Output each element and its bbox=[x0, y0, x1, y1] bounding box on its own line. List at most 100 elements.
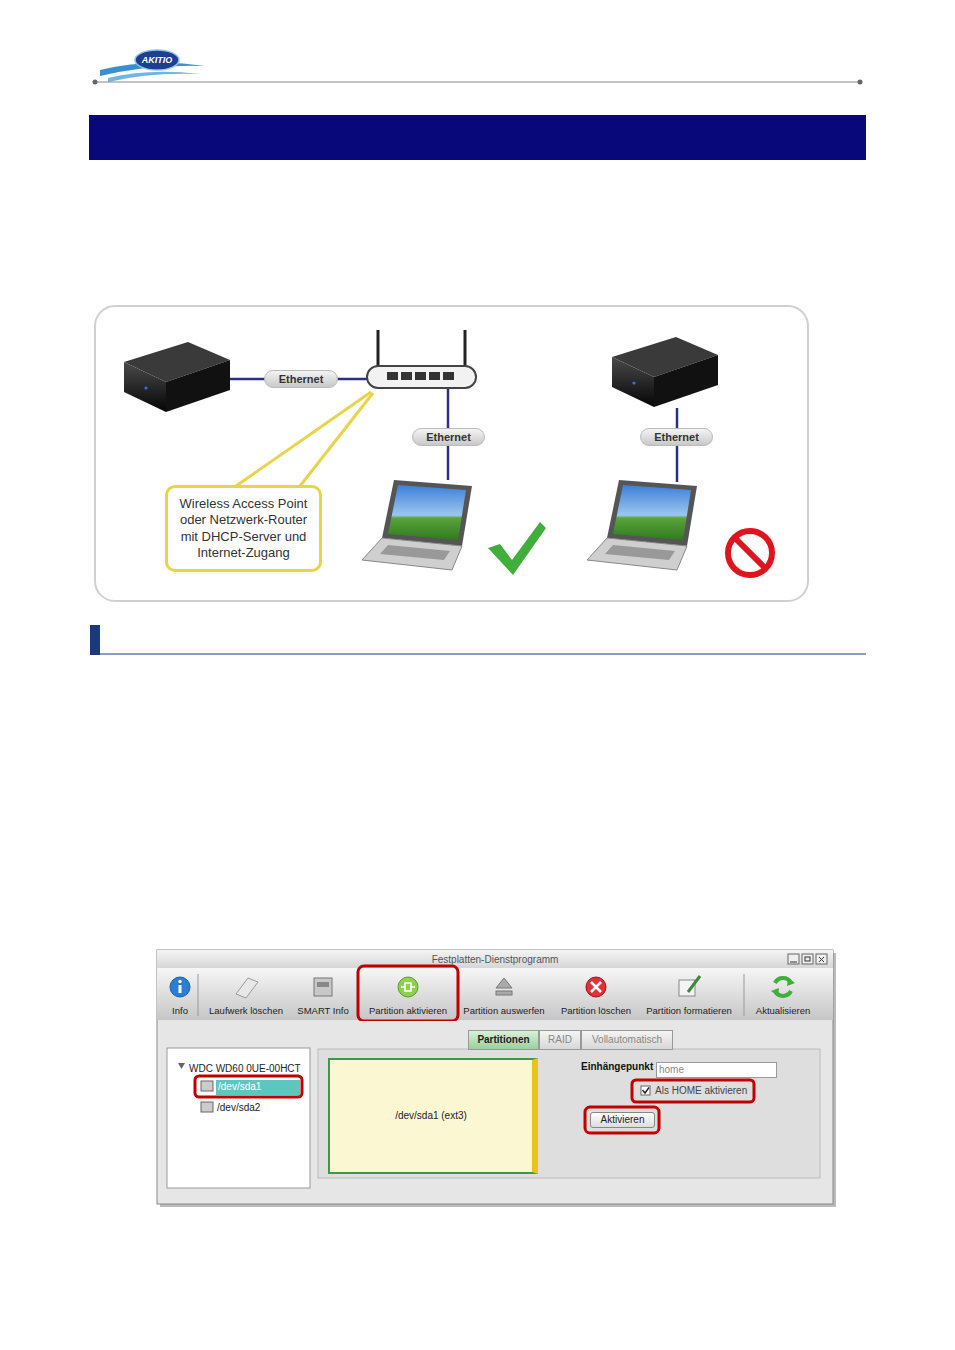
toolbar-icons bbox=[236, 978, 258, 998]
text-input: home bbox=[656, 1062, 777, 1078]
toolbar-label: Info bbox=[172, 1005, 188, 1017]
logo bbox=[108, 72, 200, 82]
window-frame bbox=[744, 974, 745, 1016]
tab: Partitionen bbox=[468, 1030, 539, 1050]
content-area bbox=[318, 1049, 820, 1178]
header-rule bbox=[93, 80, 98, 85]
toolbar-icons bbox=[771, 988, 779, 996]
window-frame bbox=[198, 974, 199, 1016]
toolbar-icons bbox=[398, 977, 418, 997]
laptop-right bbox=[587, 538, 687, 570]
window-frame bbox=[802, 954, 813, 964]
callout-leader bbox=[236, 392, 371, 486]
toolbar-icons bbox=[591, 982, 601, 992]
tab: Vollautomatisch bbox=[581, 1030, 673, 1050]
section-rule bbox=[90, 653, 866, 654]
node-text: WDC WD60 0UE-00HCT bbox=[189, 1062, 301, 1076]
tab: RAID bbox=[539, 1030, 581, 1050]
checkbox bbox=[643, 1088, 650, 1094]
toolbar-icons bbox=[314, 978, 332, 996]
highlight-box bbox=[358, 966, 458, 1021]
nas-box-left bbox=[166, 360, 230, 412]
toolbar-icons bbox=[317, 982, 329, 987]
prohibited-sign bbox=[735, 538, 765, 568]
node-text: Festplatten-Dienstprogramm bbox=[432, 953, 559, 967]
window-frame bbox=[819, 957, 824, 962]
window-frame bbox=[788, 954, 799, 964]
partition-box: /dev/sda1 (ext3) bbox=[328, 1058, 538, 1174]
header-rule bbox=[93, 80, 863, 85]
window-frame bbox=[805, 957, 810, 961]
toolbar-icons bbox=[586, 977, 606, 997]
window-frame bbox=[157, 968, 833, 1020]
network-cables bbox=[230, 379, 677, 482]
toolbar-icons bbox=[496, 991, 512, 995]
node-text: Partitionen bbox=[477, 1031, 529, 1049]
nas-box-right bbox=[612, 337, 718, 407]
field-label: Einhängepunkt bbox=[581, 1061, 653, 1073]
toolbar-icons bbox=[179, 985, 182, 993]
tree-panel: WDC WD60 0UE-00HCT/dev/sda1 bbox=[167, 1048, 310, 1188]
node-text: /dev/sda1 (ext3) bbox=[395, 1060, 467, 1172]
laptop-right bbox=[607, 480, 697, 546]
laptop-right bbox=[605, 545, 675, 560]
checkbox-label: Als HOME aktivieren bbox=[655, 1085, 747, 1097]
prohibited-sign bbox=[728, 531, 772, 575]
node-text: Ethernet bbox=[426, 429, 471, 445]
node-text: /dev/sda1 bbox=[218, 1080, 261, 1093]
toolbar-label: Partition auswerfen bbox=[463, 1005, 544, 1017]
node-text: Vollautomatisch bbox=[592, 1031, 662, 1049]
highlight-box bbox=[195, 1076, 302, 1097]
laptop-left bbox=[380, 545, 450, 560]
nas-box-right bbox=[612, 357, 654, 407]
toolbar-icons bbox=[170, 977, 190, 997]
laptop-left bbox=[362, 538, 462, 570]
nas-box-left bbox=[124, 362, 166, 412]
logo-text: AKITIO bbox=[142, 54, 173, 66]
window-frame bbox=[816, 954, 827, 964]
checkbox bbox=[641, 1086, 650, 1095]
window-frame bbox=[157, 950, 833, 1204]
toolbar-label: Partition aktivieren bbox=[369, 1005, 447, 1017]
laptop-left bbox=[362, 480, 472, 570]
router bbox=[377, 330, 380, 368]
diagram-frame bbox=[95, 306, 808, 601]
window-frame bbox=[157, 950, 833, 968]
highlight-box bbox=[632, 1080, 754, 1102]
toolbar-label: Laufwerk löschen bbox=[209, 1005, 283, 1017]
section-marker bbox=[90, 625, 100, 655]
node-text: Ethernet bbox=[654, 429, 699, 445]
node-text: Wireless Access Point oder Netzwerk-Rout… bbox=[176, 496, 311, 561]
content-area bbox=[158, 1021, 832, 1203]
push-button: Aktivieren bbox=[590, 1112, 655, 1128]
toolbar-icons bbox=[787, 978, 795, 986]
content-area bbox=[178, 1063, 185, 1069]
router bbox=[443, 372, 454, 380]
content-area bbox=[201, 1102, 213, 1112]
logo bbox=[100, 50, 205, 82]
cable-label: Ethernet bbox=[264, 370, 338, 388]
nas-box-right bbox=[654, 355, 718, 407]
header-rule bbox=[95, 81, 860, 82]
router bbox=[367, 330, 476, 388]
laptop-right bbox=[587, 480, 697, 570]
toolbar-label: Partition löschen bbox=[561, 1005, 631, 1017]
window-frame bbox=[790, 962, 797, 963]
cable-label: Ethernet bbox=[412, 428, 485, 446]
toolbar-label: Partition formatieren bbox=[646, 1005, 732, 1017]
router bbox=[387, 372, 398, 380]
node-text: Ethernet bbox=[279, 371, 324, 387]
node-text: Aktivieren bbox=[601, 1113, 645, 1127]
router bbox=[401, 372, 412, 380]
callout-leader bbox=[236, 392, 373, 486]
router bbox=[429, 372, 440, 380]
toolbar-icons bbox=[496, 978, 512, 988]
tree-item: /dev/sda1 bbox=[216, 1080, 300, 1095]
content-area bbox=[201, 1081, 213, 1091]
toolbar-icons bbox=[170, 976, 795, 998]
node-text: home bbox=[659, 1063, 684, 1077]
callout-leader bbox=[300, 393, 373, 486]
nas-box-left bbox=[144, 386, 147, 389]
nas-box-right bbox=[632, 381, 635, 384]
